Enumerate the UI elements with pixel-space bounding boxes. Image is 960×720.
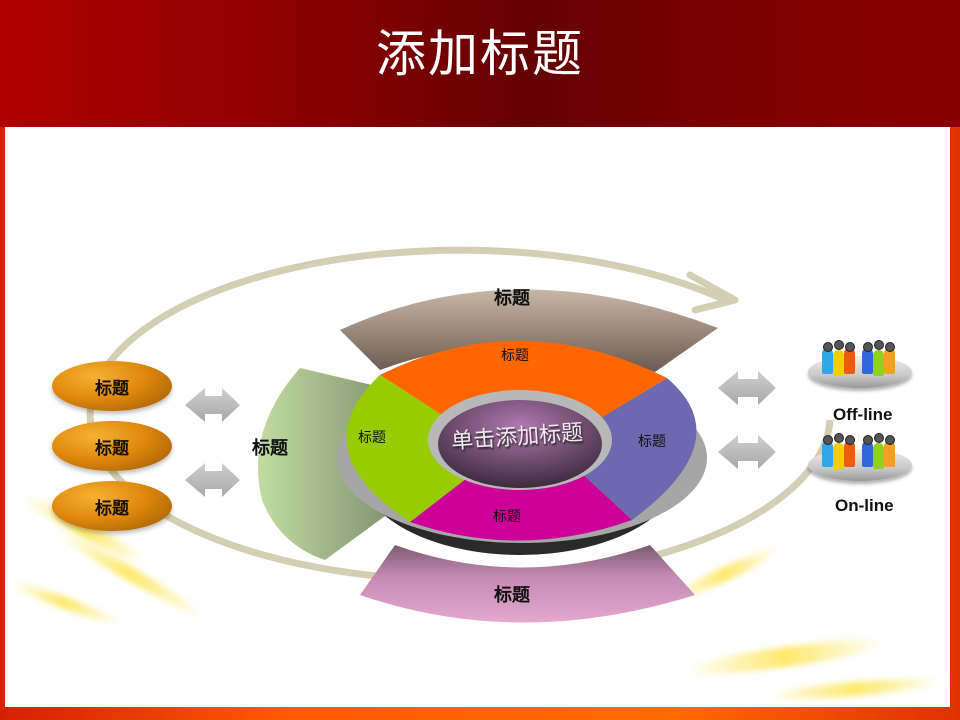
left-item-label: 标题 bbox=[95, 438, 129, 459]
outer-segment-left-label: 标题 bbox=[252, 438, 288, 459]
center-hub[interactable] bbox=[438, 400, 602, 488]
slide-canvas: 标题 标题 标题 标题 标题 标题 标题 单击添加标题 标题 标题 标题 Off… bbox=[5, 127, 950, 707]
page-title[interactable]: 添加标题 bbox=[376, 25, 584, 83]
double-arrow-icon bbox=[185, 388, 240, 497]
outer-segment-bottom[interactable] bbox=[360, 545, 695, 623]
people-group-icon bbox=[808, 433, 912, 481]
double-arrow-icon bbox=[718, 371, 776, 469]
online-label: On-line bbox=[835, 496, 894, 515]
ring-segment-right-label: 标题 bbox=[638, 434, 666, 450]
outer-segment-top-label: 标题 bbox=[494, 288, 530, 309]
left-item-1[interactable]: 标题 bbox=[52, 361, 172, 411]
left-item-3[interactable]: 标题 bbox=[52, 481, 172, 531]
ring-segment-left-label: 标题 bbox=[358, 430, 386, 446]
outer-segment-bottom-label: 标题 bbox=[494, 585, 530, 606]
ring-segment-right[interactable] bbox=[578, 378, 697, 520]
cycle-ring bbox=[86, 246, 834, 584]
ring-segment-left[interactable] bbox=[346, 375, 467, 522]
cycle-diagram bbox=[86, 246, 834, 623]
offline-label: Off-line bbox=[833, 405, 893, 424]
ring-segment-top-label: 标题 bbox=[501, 348, 529, 364]
ring-segment-bottom-label: 标题 bbox=[493, 509, 521, 525]
outer-segment-left[interactable] bbox=[257, 368, 400, 560]
ring-segment-bottom[interactable] bbox=[410, 470, 632, 541]
left-item-2[interactable]: 标题 bbox=[52, 421, 172, 471]
header-banner: 添加标题 bbox=[0, 0, 960, 127]
cycle-arrowhead-icon bbox=[686, 271, 739, 314]
left-item-label: 标题 bbox=[95, 378, 129, 399]
ring-segment-top[interactable] bbox=[380, 340, 667, 423]
outer-segment-top[interactable] bbox=[340, 289, 718, 372]
left-item-label: 标题 bbox=[95, 498, 129, 519]
people-group-icon bbox=[808, 340, 912, 388]
